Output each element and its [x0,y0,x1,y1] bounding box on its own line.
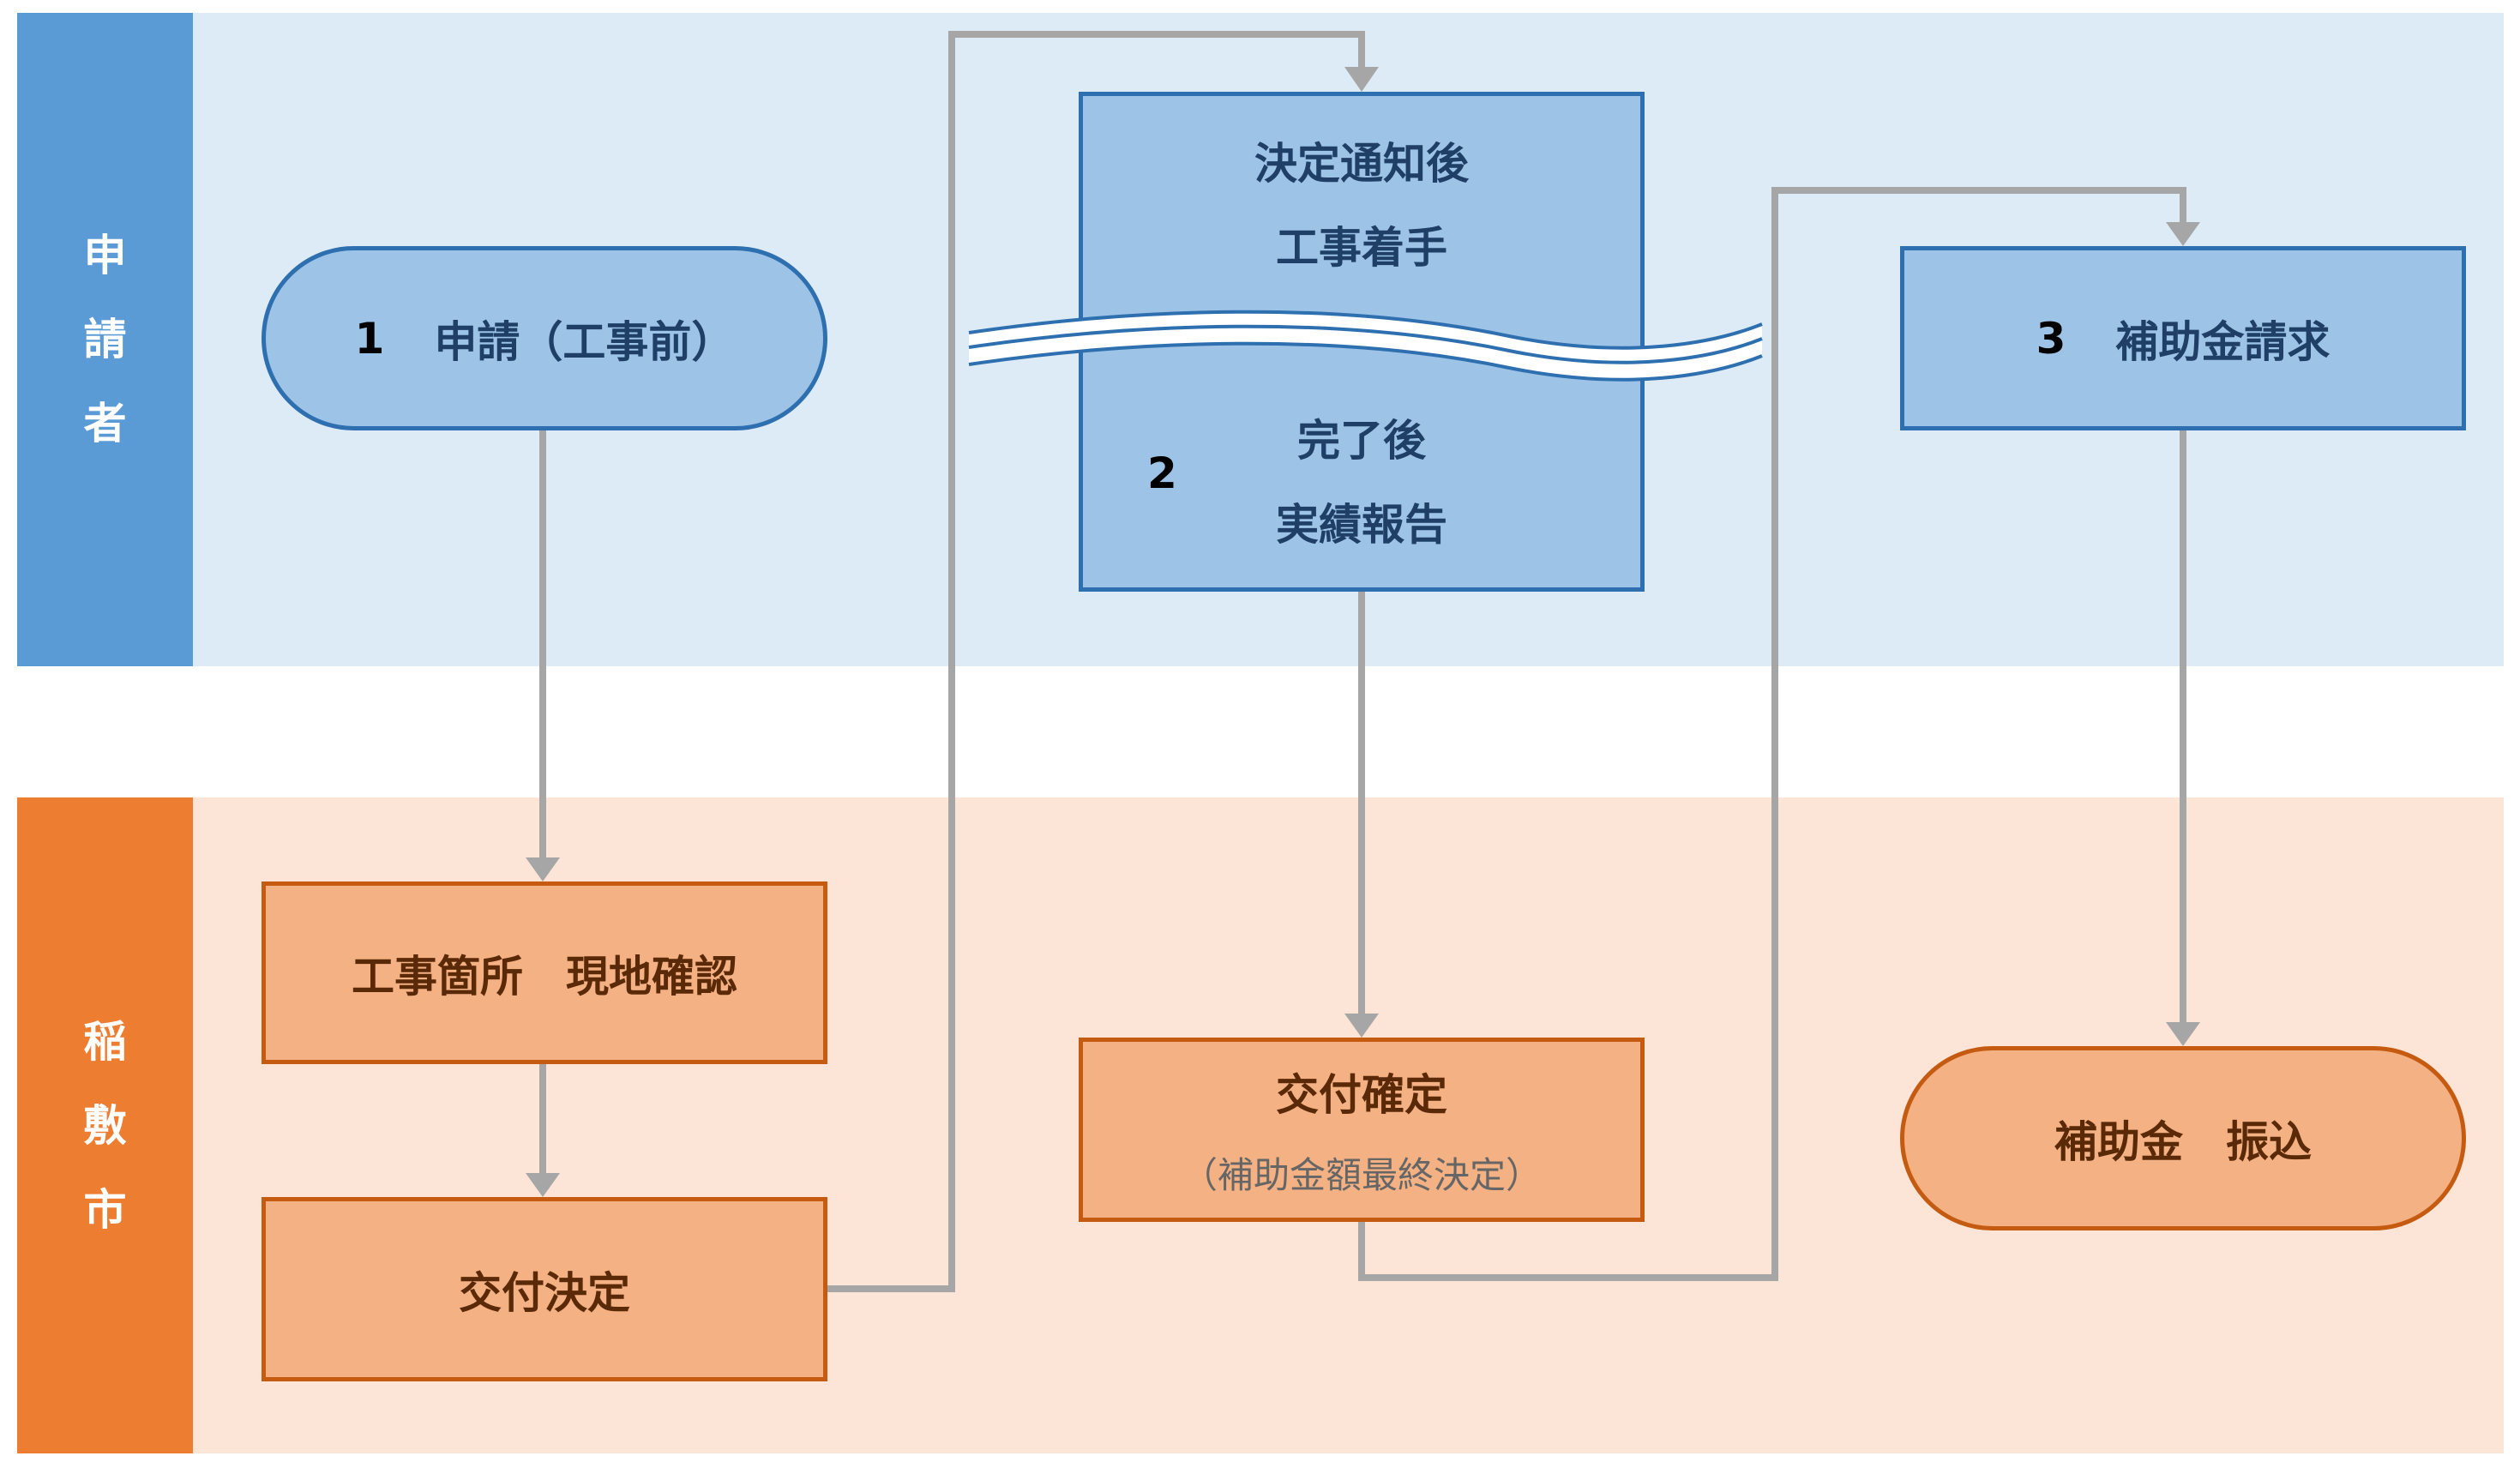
text-line: 完了後 [1297,416,1426,466]
arrowhead [2166,1022,2200,1046]
construction-start-text: 決定通知後 工事着手 [1254,122,1469,290]
arrowhead [526,1173,560,1197]
step-number: 3 [2036,313,2066,364]
step-label: 申請（工事前） [434,316,735,367]
applicant-lane-label: 申 請 者 [17,13,193,666]
step-site-check: 工事箇所 現地確認 [262,881,827,1064]
step-construction-report-lower: 2 完了後 実績報告 [1079,399,1645,570]
step-payment: 補助金 振込 [1900,1046,2466,1230]
step-label: 交付確定 [1276,1070,1447,1120]
text-line: 工事着手 [1276,223,1447,273]
step-apply: 1 申請（工事前） [262,246,827,430]
text-line: 決定通知後 [1254,139,1469,189]
time-break-wave-line [968,324,1763,364]
applicant-label-char: 者 [83,399,127,448]
completion-report-text: 完了後 実績報告 [1079,399,1645,567]
step-grant-confirm: 交付確定 （補助金額最終決定） [1079,1038,1645,1222]
arrowhead [1344,67,1379,92]
time-break-wave-line [968,341,1763,382]
applicant-label-char: 請 [83,315,127,364]
city-label-char: 市 [83,1184,127,1235]
city-label-char: 稲 [83,1016,127,1067]
step-label: 工事箇所 現地確認 [352,951,737,1002]
arrow-grant-confirm-to-claim [1358,187,2186,1281]
step-claim: 3 補助金請求 [1900,246,2466,430]
step-label: 交付決定 [459,1267,630,1318]
time-break-wave-line [968,310,1763,350]
step-sublabel: （補助金額最終決定） [1181,1154,1542,1196]
step-number: 1 [354,313,385,364]
text-line: 実績報告 [1276,500,1447,550]
step-number: 2 [1147,448,1177,498]
arrow-grant-decision-to-construction [827,31,1365,1292]
step-label: 補助金請求 [2115,316,2331,367]
applicant-label-char: 申 [83,231,127,280]
time-break-wave [969,311,1762,380]
arrowhead [1344,1014,1379,1038]
arrowhead [526,857,560,881]
step-grant-decision: 交付決定 [262,1197,827,1381]
city-lane-label: 稲 敷 市 [17,797,193,1453]
city-label-char: 敷 [83,1100,127,1151]
arrowhead [2166,222,2200,246]
step-label: 補助金 振込 [2054,1116,2312,1167]
